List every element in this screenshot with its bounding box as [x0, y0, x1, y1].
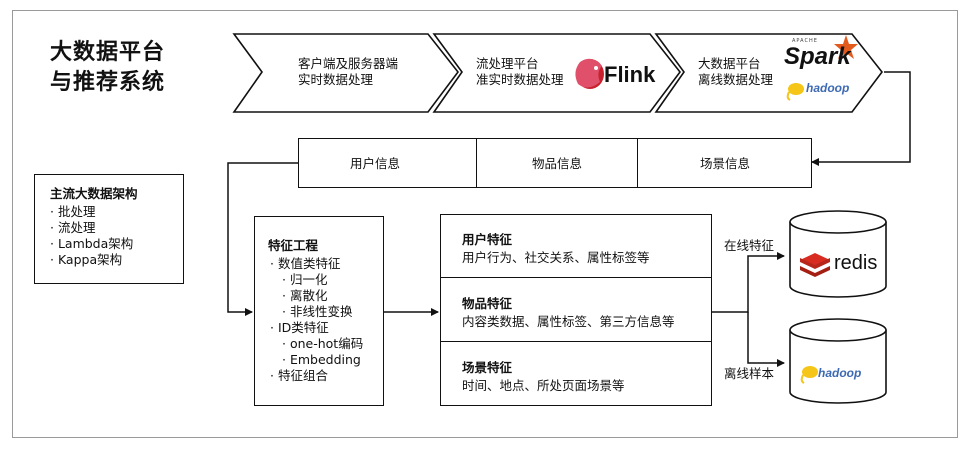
- fe-normalize: · 归一化: [282, 272, 328, 287]
- feature-scene-desc: 时间、地点、所处页面场景等: [462, 378, 625, 393]
- mainstream-item-stream: · 流处理: [50, 220, 96, 235]
- fe-title: 特征工程: [268, 238, 319, 253]
- chevron-stream-text: 流处理平台 准实时数据处理: [476, 56, 564, 88]
- feature-user-title: 用户特征: [462, 232, 513, 247]
- offline-sample-label: 离线样本: [724, 366, 775, 381]
- info-box-row: [298, 138, 812, 188]
- chevron-batch: [654, 33, 884, 113]
- online-feature-label: 在线特征: [724, 238, 775, 253]
- arrow-info-to-fe: [227, 162, 298, 316]
- fe-combination: · 特征组合: [270, 368, 328, 383]
- chevron-batch-line1: 大数据平台: [698, 56, 761, 71]
- fe-onehot: · one-hot编码: [282, 336, 364, 351]
- feature-item-box: [440, 278, 712, 342]
- arrow-top-to-info: [811, 71, 911, 166]
- mainstream-item-batch: · 批处理: [50, 204, 96, 219]
- spark-star-icon: [834, 35, 858, 59]
- chevron-stream-line1: 流处理平台: [476, 56, 539, 71]
- info-item: 物品信息: [532, 156, 583, 171]
- flink-logo-text: Flink: [604, 62, 656, 87]
- diagram-title: 大数据平台 与推荐系统: [50, 38, 210, 98]
- info-user: 用户信息: [350, 156, 401, 171]
- redis-logo-icon: [800, 253, 830, 277]
- hadoop-logo-text-bottom: hadoop: [818, 366, 862, 380]
- arrow-features-to-storage: [712, 252, 785, 313]
- flink-logo-icon: [575, 58, 604, 89]
- redis-logo-text: redis: [834, 252, 878, 274]
- hadoop-elephant-icon-bottom: [800, 366, 818, 384]
- chevron-stream-line2: 准实时数据处理: [476, 72, 564, 87]
- redis-cylinder: [789, 210, 887, 298]
- feature-item-desc: 内容类数据、属性标签、第三方信息等: [462, 314, 675, 329]
- mainstream-title: 主流大数据架构: [50, 186, 138, 201]
- chevron-batch-text: 大数据平台 离线数据处理: [698, 56, 773, 88]
- feature-user-desc: 用户行为、社交关系、属性标签等: [462, 250, 650, 265]
- fe-nonlinear: · 非线性变换: [282, 304, 353, 319]
- feature-engineering-box: [254, 216, 384, 406]
- mainstream-arch-box: [34, 174, 184, 284]
- hadoop-elephant-icon-top: [786, 83, 804, 101]
- chevron-client: [232, 33, 460, 113]
- hadoop-logo-text-top: hadoop: [806, 81, 850, 95]
- feature-scene-box: [440, 342, 712, 406]
- mainstream-item-lambda: · Lambda架构: [50, 236, 134, 251]
- chevron-client-text: 客户端及服务器端 实时数据处理: [298, 56, 398, 88]
- outer-frame: [12, 10, 958, 438]
- chevron-client-line2: 实时数据处理: [298, 72, 374, 87]
- hadoop-cylinder: [789, 318, 887, 404]
- feature-scene-title: 场景特征: [462, 360, 513, 375]
- spark-apache-text: APACHE: [792, 38, 818, 44]
- fe-embedding: · Embedding: [282, 352, 361, 367]
- chevron-batch-line2: 离线数据处理: [698, 72, 774, 87]
- fe-numeric: · 数值类特征: [270, 256, 341, 271]
- fe-id: · ID类特征: [270, 320, 329, 335]
- mainstream-item-kappa: · Kappa架构: [50, 252, 123, 267]
- info-scene: 场景信息: [700, 156, 751, 171]
- chevron-client-line1: 客户端及服务器端: [298, 56, 399, 71]
- arrow-features-to-offline: [747, 312, 785, 367]
- chevron-stream: [432, 33, 682, 113]
- feature-item-title: 物品特征: [462, 296, 513, 311]
- title-line-2: 与推荐系统: [50, 70, 166, 95]
- title-line-1: 大数据平台: [50, 40, 166, 65]
- feature-user-box: [440, 214, 712, 278]
- info-box-divider: [476, 138, 638, 188]
- spark-logo-text: Spark: [784, 43, 851, 70]
- fe-discretize: · 离散化: [282, 288, 328, 303]
